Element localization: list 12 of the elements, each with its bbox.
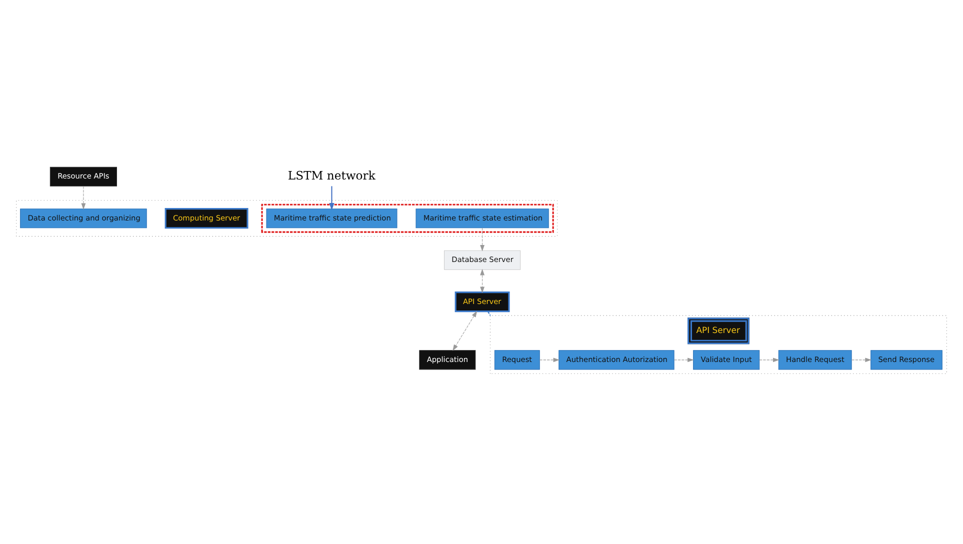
arrow bbox=[480, 227, 485, 251]
cluster bbox=[16, 200, 558, 236]
connector bbox=[487, 310, 491, 316]
arrow bbox=[81, 185, 86, 210]
node-text: LSTM network bbox=[288, 168, 376, 182]
arrow bbox=[539, 357, 560, 362]
arrow bbox=[480, 268, 485, 293]
arrow bbox=[759, 357, 780, 362]
arrow bbox=[329, 186, 334, 210]
arrow bbox=[452, 310, 478, 350]
arrow bbox=[674, 357, 694, 362]
arrow bbox=[851, 357, 872, 362]
